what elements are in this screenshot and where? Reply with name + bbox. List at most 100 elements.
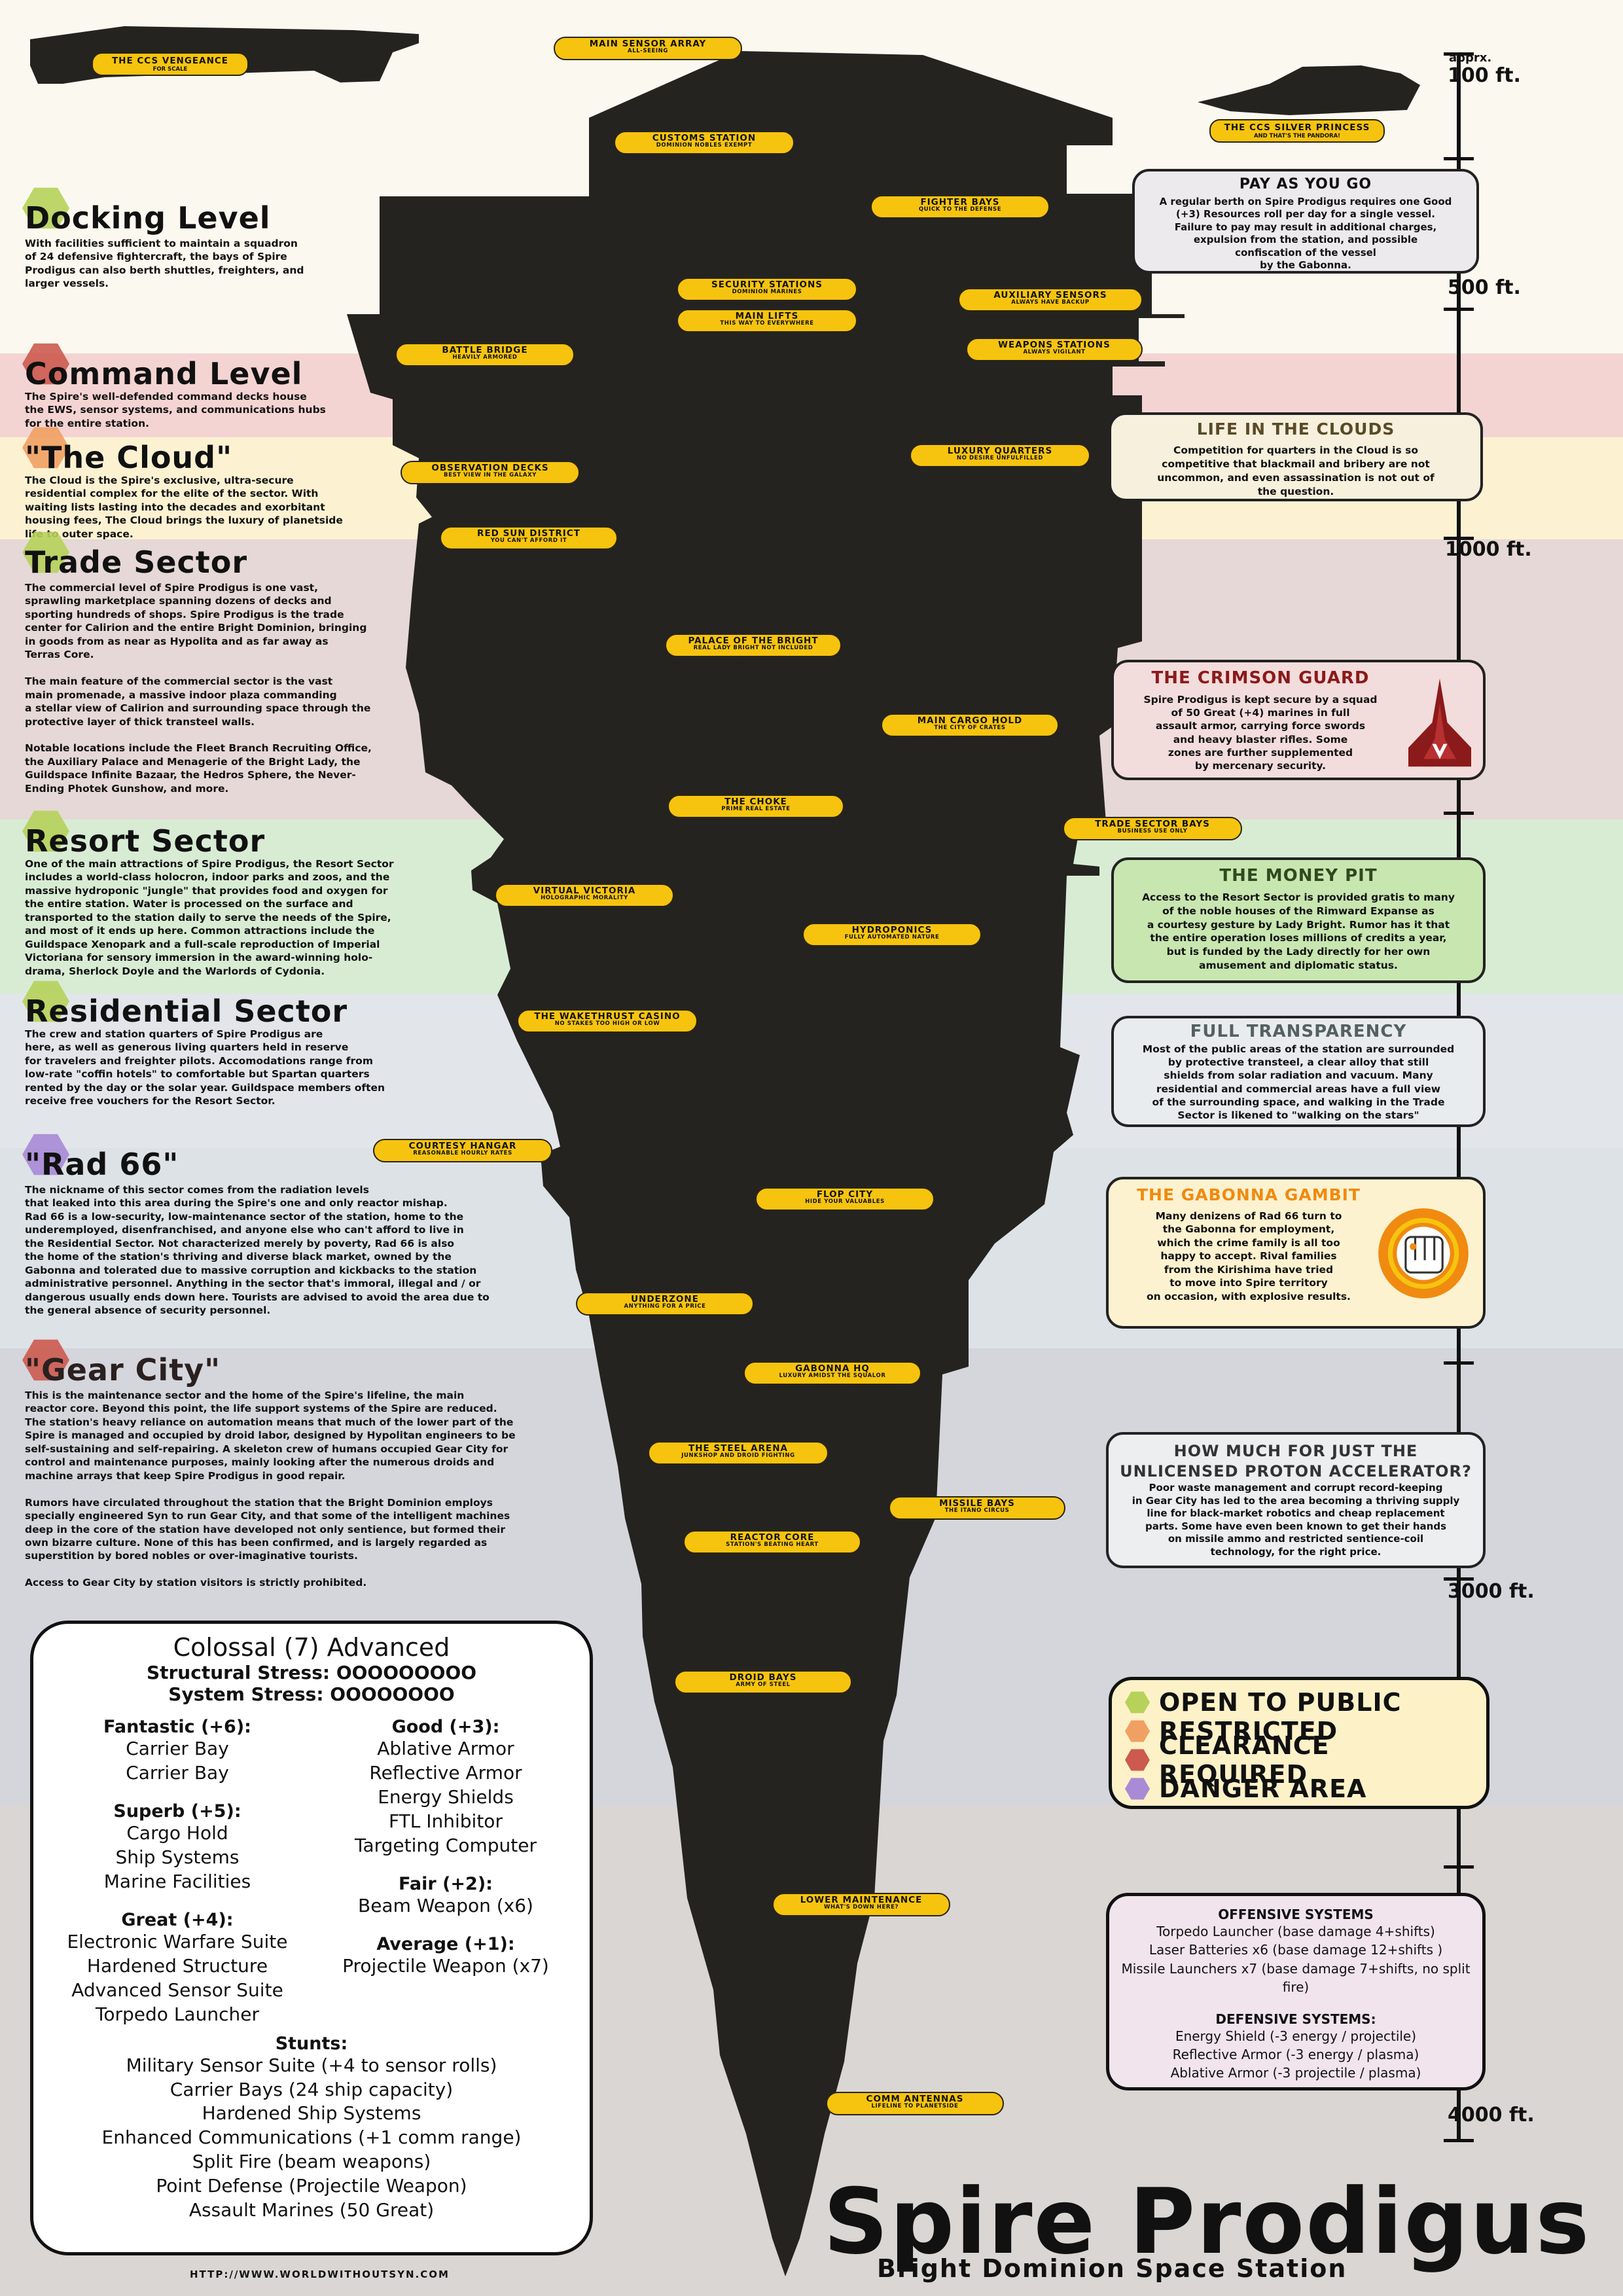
pill-title: FIGHTER BAYS xyxy=(920,197,1000,207)
pill-title: DROID BAYS xyxy=(729,1672,797,1683)
pill-sub: QUICK TO THE DEFENSE xyxy=(918,206,1002,213)
pill-title: TRADE SECTOR BAYS xyxy=(1095,819,1210,829)
pill-sub: STATION'S BEATING HEART xyxy=(726,1541,819,1549)
pill-title: THE CHOKE xyxy=(724,797,787,807)
box-text: Access to the Resort Sector is provided … xyxy=(1142,891,1455,971)
pill-title: LOWER MAINTENANCE xyxy=(800,1895,923,1905)
section-text: The nickname of this sector comes from t… xyxy=(25,1184,490,1317)
legend-label: RESTRICTED xyxy=(1159,1717,1338,1746)
stunt-item: Point Defense (Projectile Weapon) xyxy=(156,2175,467,2197)
box-title: THE CRIMSON GUARD xyxy=(1151,668,1370,688)
pill-sub: HIDE YOUR VALUABLES xyxy=(805,1198,885,1206)
defensive-item: Ablative Armor (-3 projectile / plasma) xyxy=(1170,2065,1421,2081)
pill-title: BATTLE BRIDGE xyxy=(442,345,528,355)
poster-title: Spire Prodigus xyxy=(823,2169,1591,2274)
section-gear-city: "Gear City" This is the maintenance sect… xyxy=(22,1339,614,1590)
pill-title: VIRTUAL VICTORIA xyxy=(533,886,636,896)
box-text: Competition for quarters in the Cloud is… xyxy=(1157,444,1435,498)
stat-category: Fair (+2): xyxy=(399,1873,493,1894)
ship-stat-block: Colossal (7) Advanced Structural Stress:… xyxy=(30,1621,593,2255)
ruler-tick xyxy=(1444,1865,1474,1869)
pill-title: OBSERVATION DECKS xyxy=(431,463,549,473)
defensive-heading: DEFENSIVE SYSTEMS: xyxy=(1215,2011,1376,2027)
pill-title: CUSTOMS STATION xyxy=(652,133,757,143)
legend-item-restricted: RESTRICTED xyxy=(1125,1717,1486,1746)
section-title: Trade Sector xyxy=(25,545,248,580)
pill-sub: THE CITY OF CRATES xyxy=(934,725,1006,732)
pill-title: THE WAKETHRUST CASINO xyxy=(534,1011,681,1022)
pill-sub: FULLY AUTOMATED NATURE xyxy=(844,934,940,941)
section-residential-sector: Residential Sector The crew and station … xyxy=(22,980,483,1108)
box-text: Most of the public areas of the station … xyxy=(1142,1043,1455,1121)
ruler-label-1000: 1000 ft. xyxy=(1445,538,1532,561)
access-hex-clearance xyxy=(22,343,69,385)
stat-columns: Fantastic (+6): Carrier Bay Carrier Bay … xyxy=(33,1709,590,2027)
pill-title: MAIN SENSOR ARRAY xyxy=(589,39,707,49)
pill-sub: LUXURY AMIDST THE SQUALOR xyxy=(779,1372,886,1380)
section-title: "Rad 66" xyxy=(25,1147,179,1182)
pill-title: MAIN CARGO HOLD xyxy=(917,715,1023,726)
ruler-label-100: 100 ft. xyxy=(1448,64,1521,87)
legend-item-clearance: CLEARANCE REQUIRED xyxy=(1125,1731,1486,1789)
hex-danger-icon xyxy=(1125,1778,1150,1800)
ruler-label-4000: 4000 ft. xyxy=(1448,2104,1535,2126)
pill-sub: THE ITANO CIRCUS xyxy=(944,1507,1010,1515)
pill-sub: NO DESIRE UNFULFILLED xyxy=(956,455,1044,462)
ruler-tick xyxy=(1444,537,1474,540)
section-text: The crew and station quarters of Spire P… xyxy=(25,1028,385,1107)
pill-title: REACTOR CORE xyxy=(730,1532,815,1543)
pill-sub: ALWAYS HAVE BACKUP xyxy=(1011,299,1090,306)
ruler-label-500: 500 ft. xyxy=(1448,276,1521,299)
stunt-item: Carrier Bays (24 ship capacity) xyxy=(169,2078,454,2100)
box-the-money-pit: THE MONEY PIT Access to the Resort Secto… xyxy=(1111,857,1486,983)
crimson-guard-emblem xyxy=(1408,678,1471,767)
stat-category: Good (+3): xyxy=(391,1717,500,1737)
ship-silver-sub: AND THAT'S THE PANDORA! xyxy=(1253,133,1341,139)
box-title: THE MONEY PIT xyxy=(1219,866,1378,886)
defensive-item: Energy Shield (-3 energy / projectile) xyxy=(1175,2028,1417,2044)
stunt-item: Enhanced Communications (+1 comm range) xyxy=(101,2126,522,2149)
stat-item: Ablative Armor xyxy=(377,1738,514,1759)
pill-sub: THIS WAY TO EVERYWHERE xyxy=(720,320,814,327)
stat-item: Targeting Computer xyxy=(354,1834,537,1856)
ship-vengeance-sub: FOR SCALE xyxy=(152,66,188,73)
access-hex-open xyxy=(22,531,69,573)
box-crimson-guard: THE CRIMSON GUARD Spire Prodigus is kept… xyxy=(1111,660,1486,780)
ship-silver-name: THE CCS SILVER PRINCESS xyxy=(1224,122,1370,133)
pill-title: COMM ANTENNAS xyxy=(866,2094,964,2104)
structural-stress: Structural Stress: OOOOOOOOO xyxy=(146,1662,477,1683)
pill-title: COURTESY HANGAR xyxy=(408,1141,517,1151)
pill-title: GABONNA HQ xyxy=(795,1363,870,1374)
access-hex-open xyxy=(22,187,69,229)
stat-item: Carrier Bay xyxy=(126,1738,229,1759)
stat-item: FTL Inhibitor xyxy=(389,1810,503,1832)
box-text: Many denizens of Rad 66 turn to the Gabo… xyxy=(1147,1210,1351,1302)
section-trade-sector: Trade Sector The commercial level of Spi… xyxy=(22,531,457,795)
ruler-approx: apprx. xyxy=(1449,51,1492,65)
section-text: One of the main attractions of Spire Pro… xyxy=(25,858,394,977)
hex-open-icon xyxy=(1125,1691,1150,1713)
ship-label-silver-princess: THE CCS SILVER PRINCESS AND THAT'S THE P… xyxy=(1209,119,1385,143)
stat-item: Marine Facilities xyxy=(103,1870,251,1892)
pill-sub: DOMINION MARINES xyxy=(732,289,802,296)
ruler-tick xyxy=(1444,1577,1474,1581)
poster-subtitle: Bright Dominion Space Station xyxy=(877,2254,1347,2283)
access-hex-restricted xyxy=(22,427,69,469)
section-text: The commercial level of Spire Prodigus i… xyxy=(25,582,372,795)
section-resort-sector: Resort Sector One of the main attraction… xyxy=(22,810,483,978)
ruler-tick xyxy=(1444,52,1474,56)
access-hex-clearance xyxy=(22,1339,69,1381)
pill-title: MAIN LIFTS xyxy=(735,311,799,321)
